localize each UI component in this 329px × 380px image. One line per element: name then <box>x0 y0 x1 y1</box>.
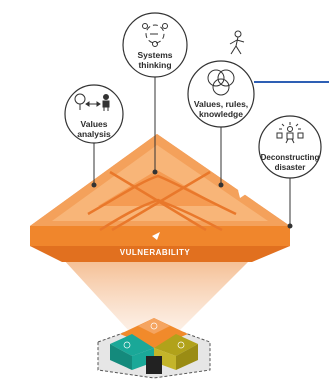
node-values-analysis <box>64 84 124 144</box>
label-deconstructing: Deconstructing disaster <box>260 153 320 172</box>
venn-icon <box>207 69 235 96</box>
label-values-rules: Values, rules, knowledge <box>193 99 249 119</box>
node-deconstructing <box>258 115 322 179</box>
node-systems-thinking <box>122 12 188 78</box>
vulnerability-label: VULNERABILITY <box>119 248 191 257</box>
node-values-rules <box>187 60 255 128</box>
figure-icon <box>229 30 245 55</box>
broken-person-icon <box>276 122 304 144</box>
cycle-icon <box>142 23 168 47</box>
tree-person-icon <box>74 93 110 111</box>
label-values-analysis: Values analysis <box>77 119 111 139</box>
prism-top-face <box>30 134 290 240</box>
cube-model <box>110 318 198 374</box>
projection-beam <box>62 258 252 332</box>
label-systems-thinking: Systems thinking <box>137 50 173 70</box>
